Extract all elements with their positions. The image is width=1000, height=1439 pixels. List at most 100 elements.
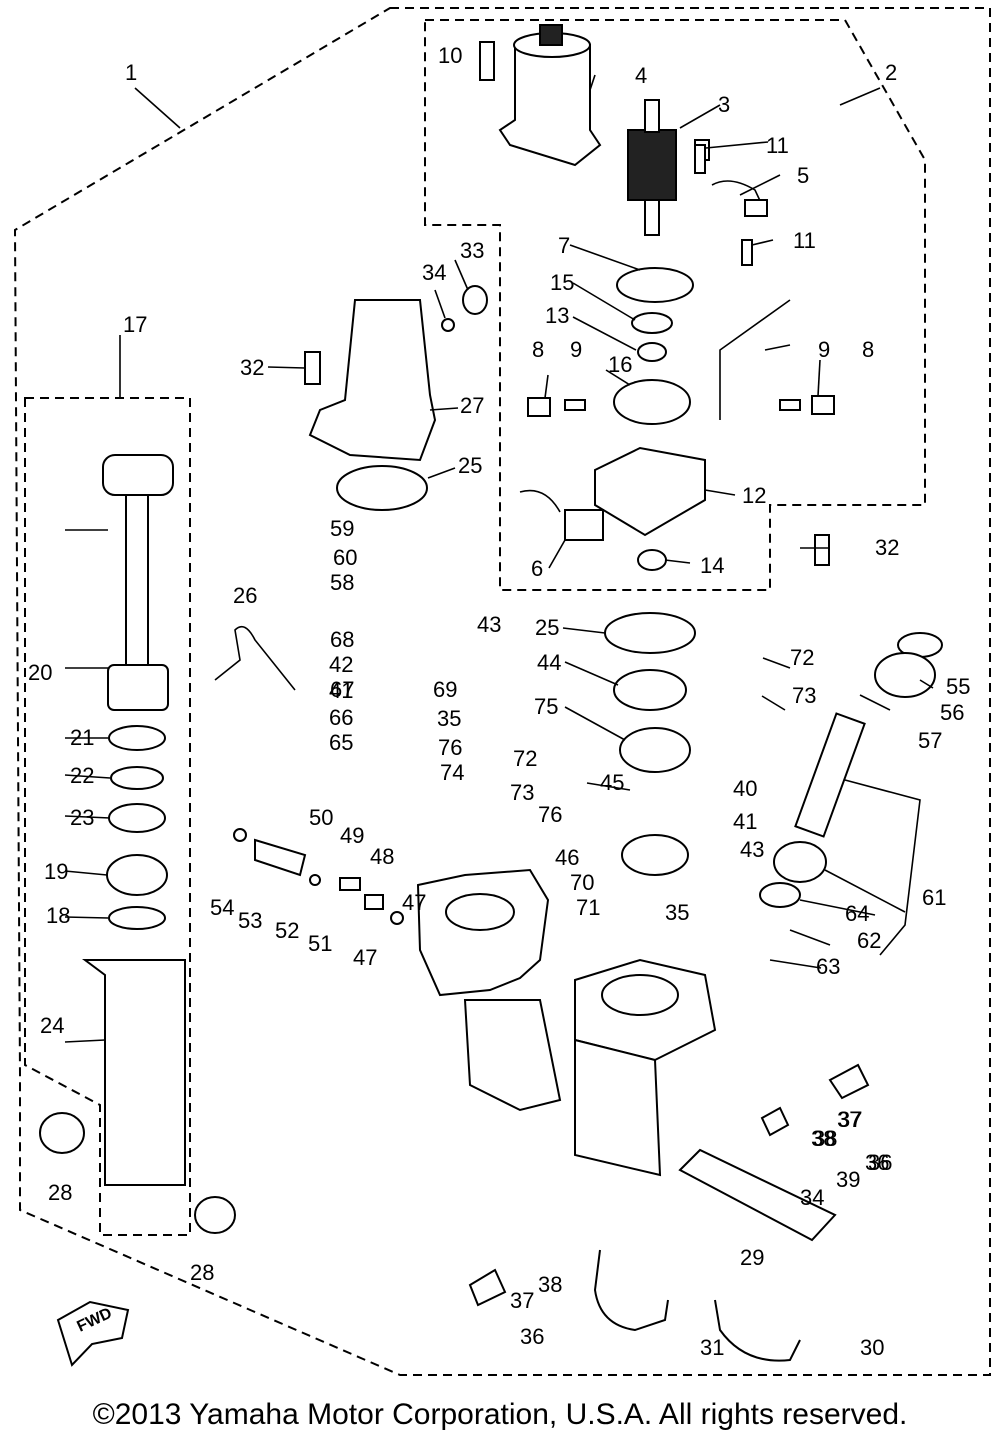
part-number-label: 47 [402,890,426,915]
oil-seal-part [631,312,673,334]
part-number-label: 13 [545,303,569,328]
o-ring-25-top-part [336,465,428,511]
screw-32-left-part [304,351,321,385]
oil-tube-26-part [214,625,296,691]
part-number-label: 15 [550,270,574,295]
part-number-label: 11 [766,133,789,158]
valve-39-part [760,1106,790,1137]
part-number-label: 24 [40,1013,64,1038]
part-number-label: 16 [608,352,632,377]
fwd-marker: FWD [56,1300,130,1367]
part-number-label: 52 [275,918,299,943]
part-number-label: 19 [44,859,68,884]
part-number-label: 9 [570,337,582,362]
part-number-label: 75 [534,694,558,719]
part-number-label: 44 [537,650,561,675]
part-number-label: 73 [792,683,816,708]
part-number-label: 74 [440,760,464,785]
part-number-label: 49 [340,823,364,848]
thermo-switch-part [519,489,604,541]
shaft-29-part [678,1148,837,1242]
screw-10-part [479,41,495,81]
part-number-label: 69 [433,677,457,702]
assembly-2-outline [424,19,926,591]
part-number-label: 17 [123,312,147,337]
spring-right-part [779,399,801,411]
part-number-label: 47 [353,945,377,970]
part-number-label: 72 [790,645,814,670]
part-number-label: 67 [330,677,354,702]
part-number-label: 23 [70,805,94,830]
o-ring-16-part [613,379,691,425]
part-number-label: 40 [733,776,757,801]
screw-32-right-part [814,534,830,566]
manual-valve-part [233,828,404,925]
part-number-label: 64 [845,901,869,926]
copyright-notice: ©2013 Yamaha Motor Corporation, U.S.A. A… [92,1398,908,1431]
part-number-label: 53 [238,908,262,933]
cap-61-part [773,841,827,883]
part-number-label: 34 [422,260,446,285]
part-number-label: 38 [813,1126,837,1151]
part-number-label: 54 [210,895,234,920]
part-number-label: 25 [458,453,482,478]
part-number-label: 37 [510,1288,534,1313]
part-number-label: 37 [837,1107,861,1132]
part-number-label: 27 [460,393,484,418]
lead-wire-part [719,299,791,420]
motor-housing-part [498,24,602,167]
part-number-label: 39 [836,1167,860,1192]
part-number-label: 29 [740,1245,764,1270]
plug-33-part [462,285,488,315]
part-number-label: 4 [635,63,647,88]
part-number-label: 36 [868,1150,892,1175]
part-number-label: 18 [46,903,70,928]
gear-pump-housing-part [619,727,691,773]
spring-left-part [564,399,586,411]
part-number-label: 71 [576,895,600,920]
part-number-label: 41 [329,678,353,703]
part-number-label: 66 [329,705,353,730]
part-number-label: 25 [535,615,559,640]
part-number-label: 28 [190,1260,214,1285]
part-number-label: 26 [233,583,257,608]
part-number-label: 76 [438,735,462,760]
part-number-label: 48 [370,844,394,869]
part-number-label: 57 [918,728,942,753]
part-number-label: 36 [520,1324,544,1349]
end-cap-56-part [874,652,936,698]
part-number-label: 8 [862,337,874,362]
part-number-label: 61 [922,885,946,910]
part-number-label: 43 [740,837,764,862]
part-number-label: 56 [940,700,964,725]
bushing-28-right-part [194,1196,236,1234]
part-number-label: 60 [333,545,357,570]
leader-bracket-61 [844,779,921,956]
part-number-label: 28 [48,1180,72,1205]
part-number-label: 35 [437,706,461,731]
assembly-1-outline [13,7,991,1376]
part-number-label: 10 [438,43,462,68]
part-number-label: 32 [875,535,899,560]
part-number-label: 30 [860,1335,884,1360]
part-number-label: 31 [700,1335,724,1360]
part-number-label: 5 [797,163,809,188]
manifold-body-part [574,958,717,1177]
part-number-label: 51 [308,931,332,956]
part-number-label: 43 [477,612,501,637]
part-number-label: 7 [558,233,570,258]
part-number-label: 37 [838,1107,862,1132]
part-number-label: 46 [555,845,579,870]
part-number-label: 55 [946,674,970,699]
assembly-17-outline [24,397,191,1236]
part-number-label: 2 [885,60,897,85]
cap-64-part [759,882,801,908]
brush-left-part [527,397,551,417]
part-number-label: 14 [700,553,724,578]
part-number-label: 9 [818,337,830,362]
bushing-14-part [637,549,667,571]
part-number-label: 36 [865,1150,889,1175]
part-number-label: 38 [811,1126,835,1151]
